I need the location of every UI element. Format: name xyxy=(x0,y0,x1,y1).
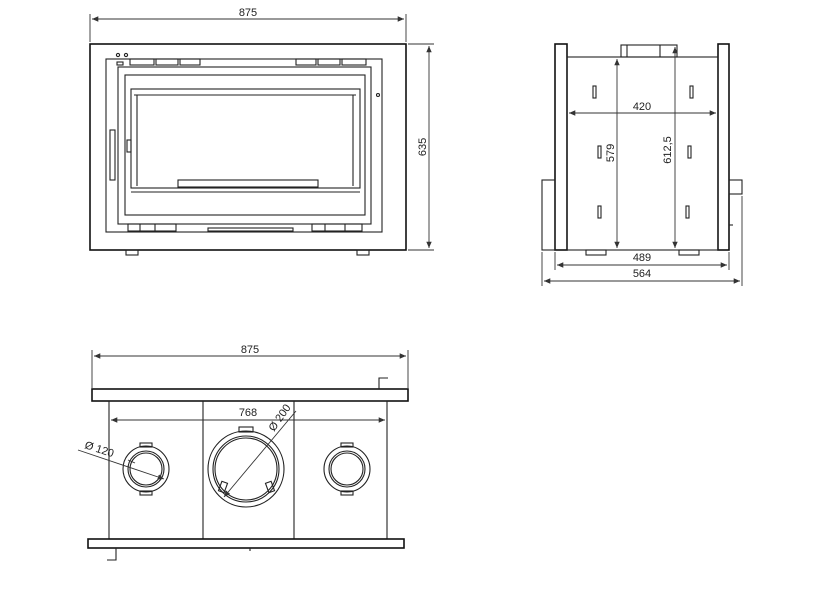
top-view: 875 768 Ø 120 Ø 200 xyxy=(77,344,409,561)
front-foot-right xyxy=(356,249,370,256)
top-hook-right xyxy=(378,377,388,389)
small-outlet-left xyxy=(122,442,170,496)
top-vent xyxy=(129,58,155,66)
side-depth-label: 489 xyxy=(633,252,651,264)
front-view: 875 635 xyxy=(89,7,434,256)
side-overall-depth-label: 564 xyxy=(633,268,651,280)
door-handle-icon xyxy=(109,129,116,181)
side-bracket-left xyxy=(541,179,556,251)
bottom-vent-right xyxy=(311,223,363,232)
door-hinge-icon xyxy=(375,92,381,98)
front-foot-left xyxy=(125,249,139,256)
large-outlet-center xyxy=(207,426,285,508)
side-bracket-right xyxy=(728,179,743,195)
side-flue-collar xyxy=(620,44,678,58)
front-glass-inner xyxy=(124,74,366,216)
side-view: 420 579 612,5 489 564 xyxy=(541,43,743,286)
side-body xyxy=(566,56,719,251)
side-front-frame xyxy=(554,43,568,251)
small-outlet-right xyxy=(323,442,371,496)
front-door-frame xyxy=(105,58,383,233)
front-width-label: 875 xyxy=(239,7,257,19)
side-inner-height-label: 579 xyxy=(605,144,617,162)
side-foot-front xyxy=(585,249,607,256)
top-inner-width-label: 768 xyxy=(239,407,257,419)
top-rear-plate xyxy=(87,538,405,549)
front-glass-outer xyxy=(117,66,372,225)
front-height-label: 635 xyxy=(417,138,429,156)
side-total-height-label: 612,5 xyxy=(662,136,674,164)
side-slots xyxy=(592,85,694,219)
bottom-vent-left xyxy=(127,223,177,232)
front-outer-frame xyxy=(89,43,407,251)
top-body xyxy=(108,400,388,540)
firebox-opening xyxy=(130,88,361,189)
side-inner-width-label: 420 xyxy=(633,101,651,113)
side-rear-frame xyxy=(717,43,730,251)
top-hook-left xyxy=(107,548,117,561)
control-knob-icon xyxy=(115,52,121,58)
top-front-plate xyxy=(91,388,409,402)
side-foot-rear xyxy=(678,249,700,256)
firebox-grate xyxy=(177,179,319,188)
top-width-label: 875 xyxy=(241,344,259,356)
